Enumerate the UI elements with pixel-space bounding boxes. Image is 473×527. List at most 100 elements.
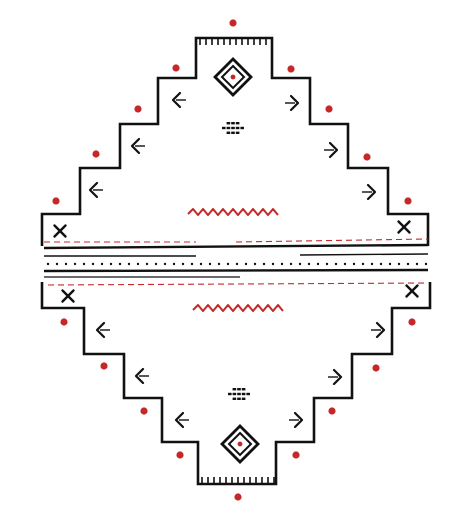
red-dot xyxy=(92,150,100,158)
chip-mark xyxy=(226,126,231,130)
band-dot xyxy=(244,262,248,266)
bottom-black-band xyxy=(43,268,429,273)
chip-mark xyxy=(228,392,232,396)
band-dot xyxy=(352,262,356,266)
chip-mark xyxy=(241,388,246,391)
band-dot xyxy=(217,262,221,266)
red-dot xyxy=(140,407,148,415)
band-dot xyxy=(127,262,131,266)
band-dot xyxy=(199,262,203,266)
top-step-outline-path xyxy=(40,36,430,246)
chip-mark xyxy=(246,392,250,396)
left-chevron-icon xyxy=(134,367,145,385)
band-dot xyxy=(388,262,392,266)
band-dot xyxy=(118,262,122,266)
band-dot xyxy=(64,262,68,266)
right-chevron-icon xyxy=(375,321,386,339)
left-chevron-icon xyxy=(95,321,106,339)
chip-mark xyxy=(232,388,237,391)
band-dot xyxy=(145,262,149,266)
band-dot xyxy=(379,262,383,266)
band-dot xyxy=(190,262,194,266)
cross-icon xyxy=(53,224,67,238)
top-stepped-outline xyxy=(40,36,430,246)
chevrons xyxy=(88,91,386,429)
chip-mark xyxy=(231,126,235,130)
band-dot xyxy=(271,262,275,266)
band-dot xyxy=(73,262,77,266)
red-dot xyxy=(328,407,336,415)
chip-mark xyxy=(231,122,235,125)
red-accent-dots xyxy=(52,19,416,501)
chip-mark xyxy=(231,131,235,134)
red-dot xyxy=(287,65,295,73)
chip-clusters xyxy=(222,122,250,400)
chip-mark xyxy=(235,126,240,130)
band-dot xyxy=(415,262,419,266)
chip-mark xyxy=(226,122,231,125)
red-dot xyxy=(408,318,416,326)
band-dot xyxy=(91,262,95,266)
chip-mark xyxy=(235,131,240,134)
red-dot xyxy=(234,493,242,501)
chip-mark xyxy=(241,397,246,400)
band-dot xyxy=(55,262,59,266)
band-dot xyxy=(298,262,302,266)
bottom-stepped-outline xyxy=(40,282,432,486)
center-bands xyxy=(43,238,429,286)
left-chevron-icon xyxy=(171,91,182,109)
band-dot xyxy=(424,262,428,266)
chip-mark xyxy=(237,397,241,400)
red-dot xyxy=(176,451,184,459)
right-chevron-icon xyxy=(293,411,304,429)
chip-mark xyxy=(241,392,246,396)
top-dashed-red-line xyxy=(235,238,429,243)
right-chevron-icon xyxy=(289,94,300,112)
band-dot xyxy=(316,262,320,266)
chip-mark xyxy=(235,122,240,125)
red-dot xyxy=(363,153,371,161)
band-dot xyxy=(208,262,212,266)
band-dot xyxy=(370,262,374,266)
right-chevron-icon xyxy=(328,141,339,159)
diamond-inner-icon xyxy=(220,64,246,90)
red-dot xyxy=(134,105,142,113)
bottom-dashed-red-line xyxy=(47,282,429,286)
diamond-center-dot xyxy=(230,74,236,80)
band-dot xyxy=(46,262,50,266)
red-zigzags xyxy=(187,208,284,312)
band-dot xyxy=(181,262,185,266)
band-dot xyxy=(334,262,338,266)
band-dot xyxy=(154,262,158,266)
chip-mark xyxy=(237,388,241,391)
chip-mark xyxy=(232,397,237,400)
cross-marks xyxy=(53,220,419,303)
top-thin-black-band xyxy=(299,253,429,256)
red-dot xyxy=(52,197,60,205)
left-chevron-icon xyxy=(130,137,141,155)
red-dot xyxy=(172,64,180,72)
band-dot xyxy=(307,262,311,266)
band-dot xyxy=(100,262,104,266)
band-dot xyxy=(226,262,230,266)
diamond-outer-icon xyxy=(220,424,260,464)
fringe-ticks xyxy=(199,38,275,484)
diamond-outer-icon xyxy=(213,57,253,97)
red-dot xyxy=(404,197,412,205)
chip-mark xyxy=(232,392,237,396)
left-chevron-icon xyxy=(88,181,99,199)
band-dot xyxy=(82,262,86,266)
band-dot xyxy=(406,262,410,266)
right-chevron-icon xyxy=(366,183,377,201)
red-dot xyxy=(60,318,68,326)
band-dot xyxy=(325,262,329,266)
left-chevron-icon xyxy=(174,411,185,429)
band-dot xyxy=(397,262,401,266)
bottom-zigzag xyxy=(192,304,284,312)
band-dot xyxy=(253,262,257,266)
band-dot xyxy=(172,262,176,266)
band-dot xyxy=(136,262,140,266)
red-dot xyxy=(229,19,237,27)
top-zigzag xyxy=(187,208,279,216)
